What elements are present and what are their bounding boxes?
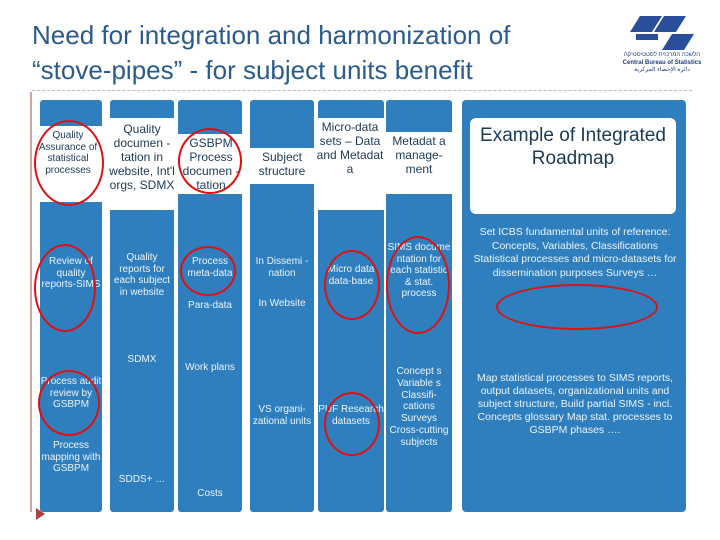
- cell-work-plans: Work plans: [185, 362, 235, 373]
- left-accent-bar: [30, 92, 32, 512]
- logo-text: הלשכה המרכזית לסטטיסטיקה Central Bureau …: [612, 52, 712, 75]
- header-metadata-management: Metadat a manage-ment: [386, 132, 452, 194]
- cell-in-dissemination: In Dissemi -nation: [255, 256, 309, 279]
- slide-marker-icon: [36, 508, 45, 520]
- header-subject-structure: Subject structure: [248, 148, 316, 184]
- cell-sdds: SDDS+ …: [118, 474, 166, 485]
- highlight-oval-process-audit: [38, 370, 100, 436]
- cell-in-website: In Website: [258, 298, 306, 309]
- highlight-oval-gsbpm: [178, 128, 242, 194]
- cell-paradata: Para-data: [188, 300, 232, 311]
- highlight-oval-quality-assurance: [34, 120, 104, 206]
- cell-map-statistical-processes: Map statistical processes to SIMS report…: [476, 372, 674, 436]
- highlight-oval-review: [34, 244, 96, 332]
- divider: [32, 90, 692, 91]
- highlight-oval-puf: [324, 392, 380, 456]
- page-title: Need for integration and harmonization o…: [32, 20, 511, 85]
- logo-english: Central Bureau of Statistics: [622, 59, 702, 66]
- header-integrated-roadmap: Example of Integrated Roadmap: [470, 118, 676, 214]
- logo-arabic: دائرة الإحصاء المركزية: [634, 67, 690, 73]
- highlight-oval-sims: [386, 236, 450, 334]
- cell-quality-reports: Quality reports for each subject in webs…: [113, 252, 171, 298]
- header-quality-documentation: Quality documen -tation in website, Int'…: [108, 118, 176, 210]
- cell-vs-organizational-units: VS organi-zational units: [252, 404, 312, 427]
- highlight-oval-process-metadata: [180, 246, 236, 296]
- cbs-logo-icon: [630, 16, 694, 50]
- logo-hebrew: הלשכה המרכזית לסטטיסטיקה: [623, 52, 701, 58]
- cell-process-mapping: Process mapping with GSBPM: [41, 440, 101, 474]
- cell-set-icbs-units: Set ICBS fundamental units of reference:…: [473, 226, 677, 279]
- header-micro-data: Micro-data sets – Data and Metadat a: [316, 118, 384, 210]
- cell-concepts-variables: Concept s Variable s Classifi-cations Su…: [389, 366, 449, 448]
- highlight-oval-micro-database: [324, 250, 380, 320]
- cell-sdmx: SDMX: [127, 354, 157, 365]
- cell-costs: Costs: [197, 488, 223, 499]
- highlight-oval-statistical-processes: [496, 284, 658, 330]
